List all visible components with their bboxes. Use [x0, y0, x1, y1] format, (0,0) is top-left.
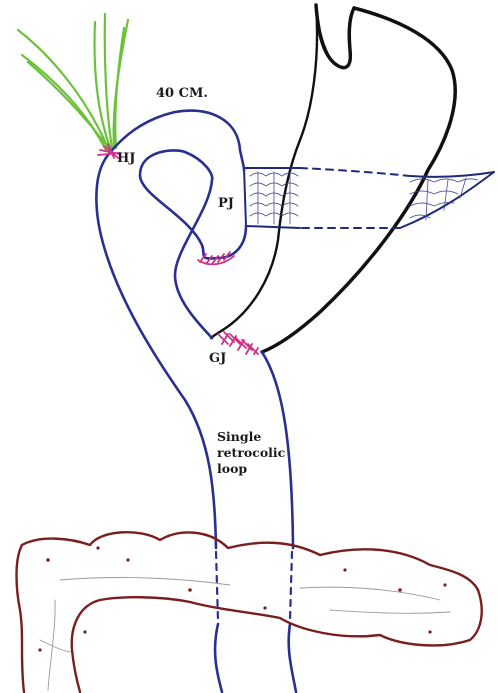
stomach [211, 5, 455, 352]
loop-label-line3: loop [217, 461, 297, 477]
loop-label-line1: Single [217, 429, 297, 445]
jejunal-loop-lower [215, 624, 296, 692]
loop-label: Single retrocolic loop [217, 429, 297, 477]
gj-label: GJ [209, 351, 226, 366]
pj-label: PJ [218, 196, 234, 211]
colon [17, 532, 482, 692]
colon-texture [40, 578, 450, 690]
bile-duct [18, 14, 128, 150]
loop-label-line2: retrocolic [217, 445, 297, 461]
jejunal-loop [96, 111, 293, 548]
length-label: 40 CM. [156, 86, 208, 101]
hj-label: HJ [117, 151, 135, 166]
